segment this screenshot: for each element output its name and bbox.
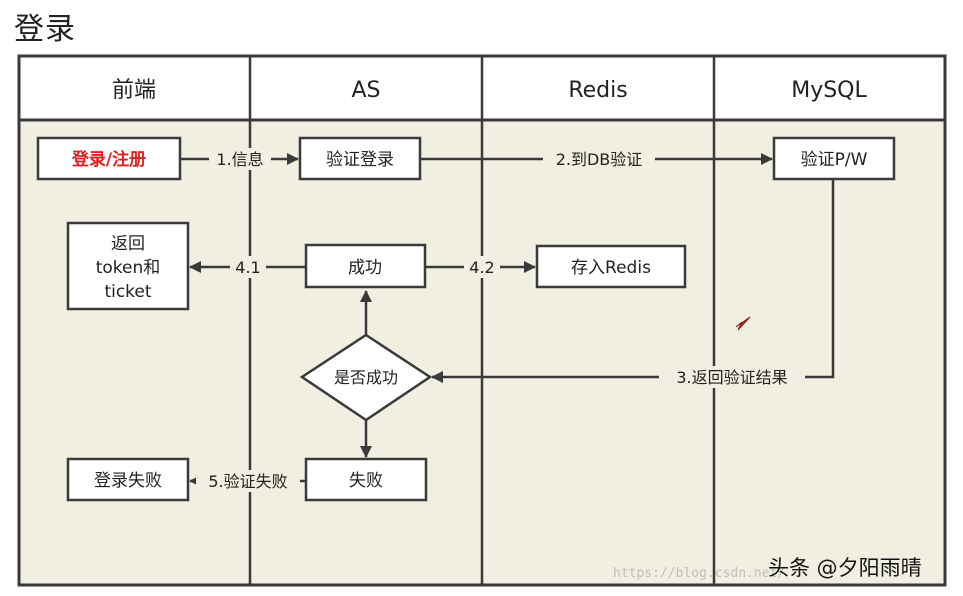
page-title: 登录 xyxy=(14,12,76,47)
node-decision: 是否成功 xyxy=(299,333,433,422)
node-fail: 失败 xyxy=(304,457,428,502)
edge-label-5: 5.验证失败 xyxy=(196,470,300,492)
node-success: 成功 xyxy=(304,243,427,289)
edge-label-4-2-text: 4.2 xyxy=(469,258,494,277)
node-login-fail-label: 登录失败 xyxy=(94,471,162,491)
node-return-token-line3: ticket xyxy=(104,282,151,302)
edge-label-2: 2.到DB验证 xyxy=(543,148,655,170)
watermark-url: https://blog.csdn.net/ xyxy=(613,566,786,581)
node-login-register: 登录/注册 xyxy=(36,136,182,181)
watermark-brand: 头条 @夕阳雨晴 xyxy=(768,556,922,580)
edge-label-5-text: 5.验证失败 xyxy=(208,472,287,491)
edge-label-4-1: 4.1 xyxy=(230,256,266,278)
edge-label-4-1-text: 4.1 xyxy=(235,258,260,277)
node-verify-pw: 验证P/W xyxy=(772,136,896,181)
lane-header-mysql: MySQL xyxy=(791,78,867,103)
edge-label-4-2: 4.2 xyxy=(464,256,500,278)
node-verify-login-label: 验证登录 xyxy=(326,150,394,170)
node-return-token-line1: 返回 xyxy=(111,234,145,254)
node-store-redis-label: 存入Redis xyxy=(571,258,651,278)
node-fail-label: 失败 xyxy=(349,471,383,491)
edge-label-1-text: 1.信息 xyxy=(216,150,263,169)
node-return-token-line2: token和 xyxy=(96,258,161,278)
edge-label-1: 1.信息 xyxy=(209,148,271,170)
lane-header-frontend: 前端 xyxy=(112,78,156,103)
node-login-register-label: 登录/注册 xyxy=(71,149,146,170)
edge-label-3-text: 3.返回验证结果 xyxy=(676,368,787,387)
edge-label-3: 3.返回验证结果 xyxy=(659,366,805,388)
edge-3-return-result xyxy=(431,179,835,383)
node-verify-login: 验证登录 xyxy=(298,136,422,181)
mouse-cursor-icon xyxy=(735,316,751,331)
lane-header-as: AS xyxy=(351,78,380,103)
lane-header-redis: Redis xyxy=(568,78,627,103)
node-success-label: 成功 xyxy=(348,258,382,278)
edge-label-2-text: 2.到DB验证 xyxy=(556,150,643,169)
node-verify-pw-label: 验证P/W xyxy=(801,150,868,170)
node-login-fail: 登录失败 xyxy=(66,457,190,502)
node-return-token: 返回 token和 ticket xyxy=(66,221,190,311)
node-decision-label: 是否成功 xyxy=(334,368,398,387)
node-store-redis: 存入Redis xyxy=(535,244,687,289)
